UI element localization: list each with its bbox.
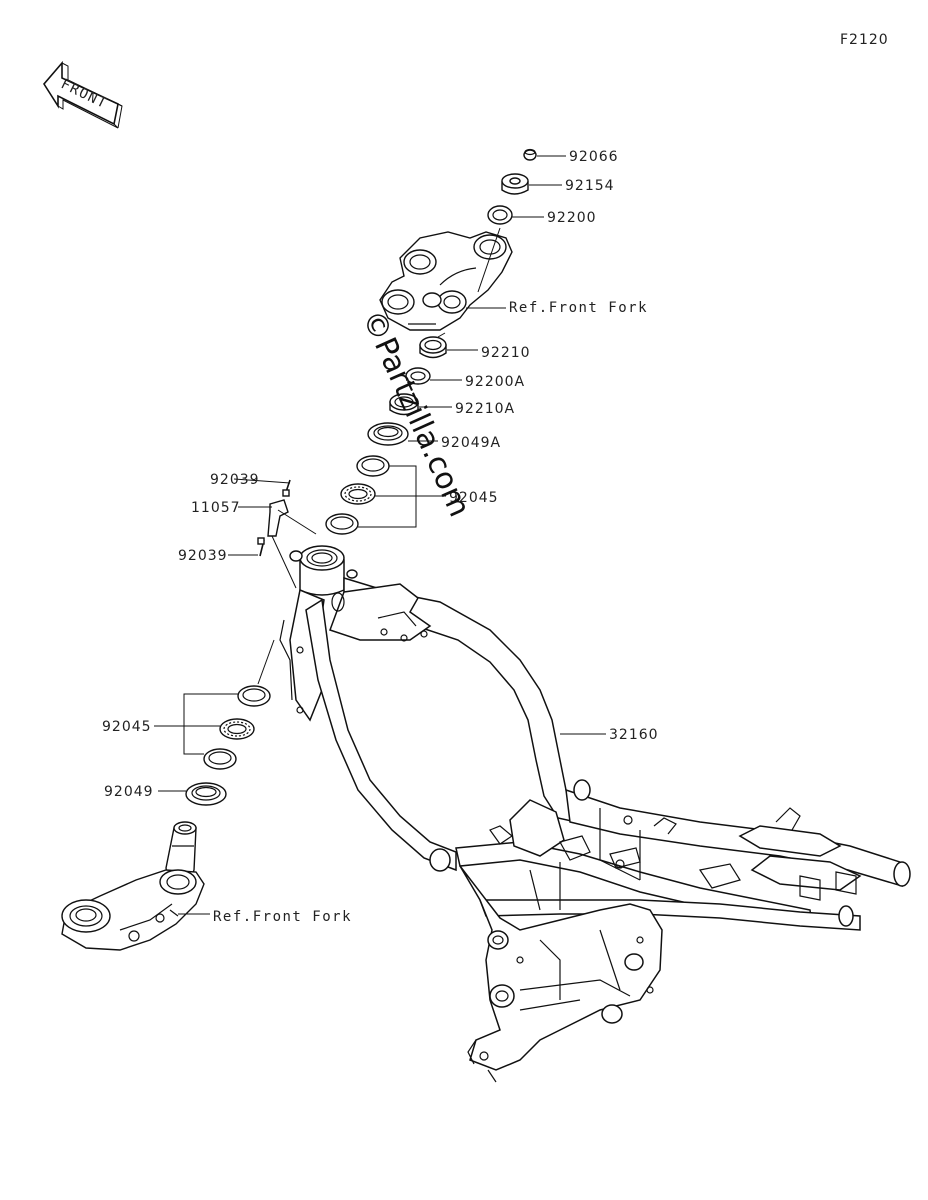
label-92154[interactable]: 92154: [565, 178, 615, 194]
label-ref-front-fork-lower[interactable]: Ref.Front Fork: [213, 909, 352, 925]
label-92039-lower[interactable]: 92039: [178, 548, 228, 564]
upper-triple-clamp[interactable]: [379, 231, 513, 331]
part-92049a-seal[interactable]: [367, 422, 409, 446]
part-92039-upper-screw[interactable]: [282, 479, 291, 497]
label-92210a[interactable]: 92210A: [455, 401, 515, 417]
part-92210a-nut[interactable]: [389, 393, 419, 416]
part-92066-cap[interactable]: [523, 148, 537, 161]
part-92210-nut[interactable]: [419, 336, 447, 359]
label-92066[interactable]: 92066: [569, 149, 619, 165]
part-11057-bracket[interactable]: [267, 499, 289, 537]
front-arrow-label: FRONT: [58, 76, 110, 112]
lower-triple-clamp[interactable]: [61, 821, 205, 951]
label-92045-upper[interactable]: 92045: [449, 490, 499, 506]
diagram-code: F2120: [840, 32, 889, 48]
part-92045-lower-bearing[interactable]: [219, 718, 255, 740]
label-92049[interactable]: 92049: [104, 784, 154, 800]
frame-32160[interactable]: [279, 545, 911, 1083]
part-92045-upper-bearing[interactable]: [340, 483, 376, 505]
part-92049-seal[interactable]: [185, 782, 227, 806]
part-92039-lower-screw[interactable]: [257, 537, 265, 557]
part-92045-lower-race-2[interactable]: [203, 748, 237, 770]
front-arrow-icon: FRONT: [43, 60, 123, 129]
part-92154-nut[interactable]: [501, 173, 529, 195]
label-92200a[interactable]: 92200A: [465, 374, 525, 390]
label-92039-upper[interactable]: 92039: [210, 472, 260, 488]
part-92200-washer[interactable]: [487, 205, 513, 225]
label-ref-front-fork-upper[interactable]: Ref.Front Fork: [509, 300, 648, 316]
part-92045-lower-race-1[interactable]: [237, 685, 271, 707]
label-92210[interactable]: 92210: [481, 345, 531, 361]
label-92200[interactable]: 92200: [547, 210, 597, 226]
part-92045-upper-race-2[interactable]: [325, 513, 359, 535]
label-11057[interactable]: 11057: [191, 500, 241, 516]
part-92200a-washer[interactable]: [405, 367, 431, 385]
label-32160[interactable]: 32160: [609, 727, 659, 743]
label-92045-lower[interactable]: 92045: [102, 719, 152, 735]
label-92049a[interactable]: 92049A: [441, 435, 501, 451]
part-92045-upper-race-1[interactable]: [356, 455, 390, 477]
